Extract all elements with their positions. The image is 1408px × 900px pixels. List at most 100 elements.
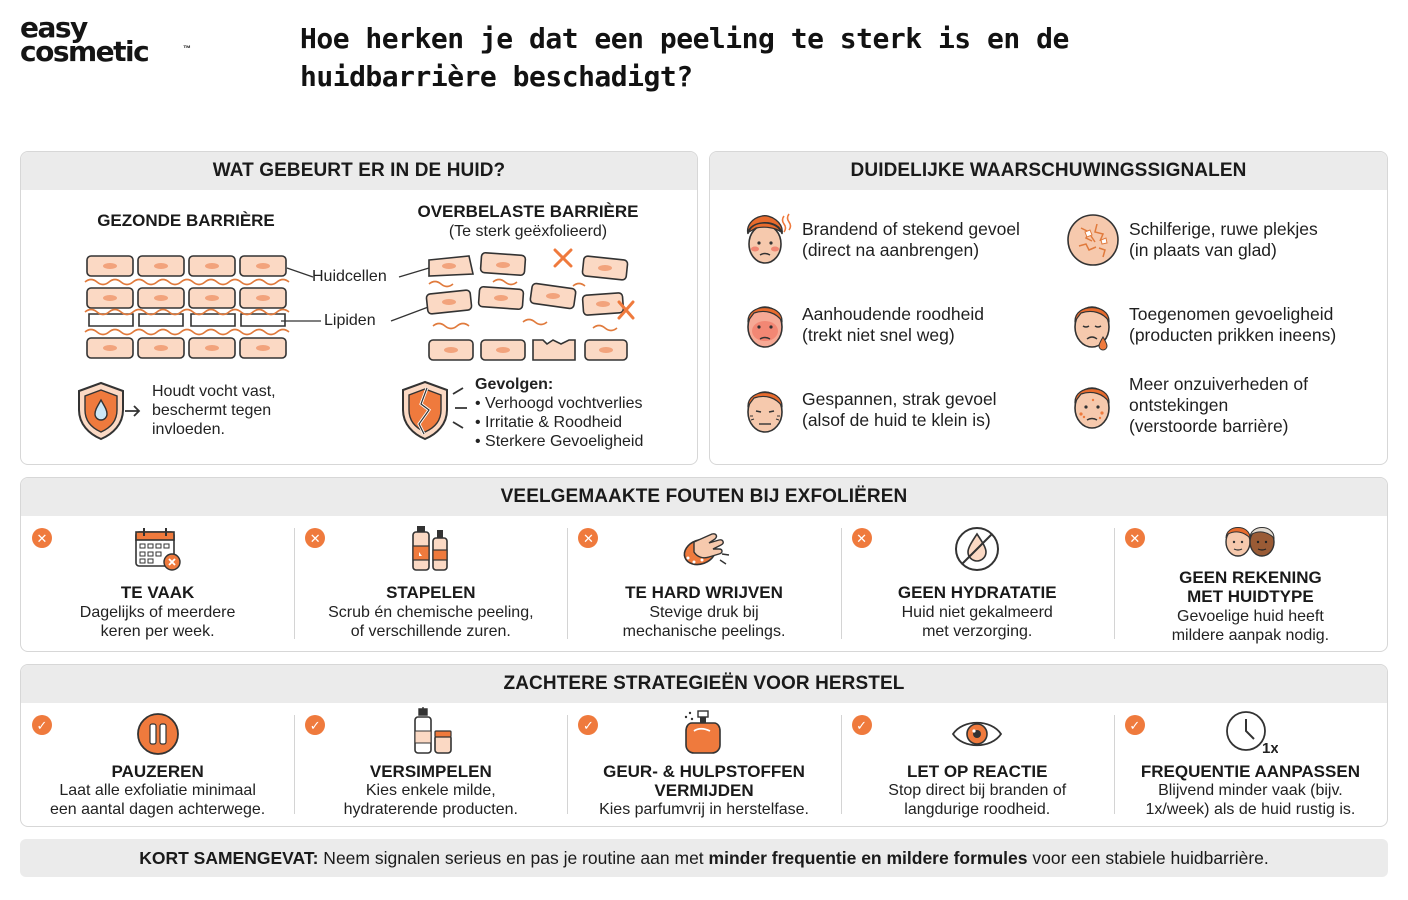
healthy-lipid-waves (84, 278, 290, 336)
strategy-description: Kies enkele milde,hydraterende producten… (343, 782, 518, 818)
summary-text-2: voor een stabiele huidbarrière. (1027, 847, 1269, 868)
brand-line-1: easy (20, 11, 88, 44)
warning-signal-redness: Aanhoudende roodheid (trekt niet snel we… (740, 295, 984, 355)
tight-face-icon (747, 391, 783, 433)
error-badge-icon: ✕ (1124, 528, 1145, 548)
summary-label: KORT SAMENGEVAT: (139, 847, 319, 868)
effects-title: Gevolgen: (475, 376, 554, 393)
calendar-icon (134, 528, 181, 571)
damaged-barrier-title: OVERBELASTE BARRIÈRE (417, 202, 639, 221)
mistake-title: STAPELEN (386, 583, 476, 602)
broken-shield-icon (402, 380, 467, 441)
clock-icon: 1x (1226, 711, 1278, 757)
callout-lines (281, 267, 432, 322)
red-face-icon (747, 306, 783, 348)
mistake-title: TE HARD WRIJVEN (625, 583, 783, 602)
strategy-item-pause: ✓ PAUZEREN Laat alle exfoliatie minimaal… (21, 703, 294, 826)
warning-signal-blemishes: Meer onzuiverheden of ontstekingen (vers… (1067, 374, 1308, 437)
page-title-line-2: huidbarrière beschadigt? (300, 60, 693, 93)
strategy-title: PAUZEREN (111, 762, 204, 781)
damaged-lipid-fragments (428, 278, 618, 332)
effect-item: Irritatie & Roodheid (475, 413, 643, 432)
warning-signal-text: Aanhoudende roodheid (trekt niet snel we… (802, 304, 984, 345)
strategy-item-watch-reaction: ✓ LET OP REACTIE Stop direct bij branden… (840, 703, 1114, 826)
error-badge-icon: ✕ (578, 528, 599, 548)
skin-panel-header: WAT GEBEURT ER IN DE HUID? (21, 152, 697, 190)
scrubbing-hand-icon (683, 533, 730, 566)
summary-text-1: Neem signalen serieus en pas je routine … (318, 847, 709, 868)
effect-item: Sterkere Gevoeligheid (475, 432, 643, 451)
warning-signal-text: Toegenomen gevoeligheid (producten prikk… (1129, 304, 1337, 345)
damage-x-icons (553, 248, 635, 320)
perfume-icon (684, 710, 721, 754)
strategy-title: FREQUENTIE AANPASSEN (1140, 762, 1360, 781)
warning-signal-text: Gespannen, strak gevoel (alsof de huid t… (802, 389, 997, 430)
simple-bottles-icon (413, 707, 452, 754)
strategy-description: Kies parfumvrij in herstelfase. (599, 801, 809, 818)
check-badge-icon: ✓ (32, 715, 52, 735)
pause-icon (136, 713, 179, 755)
check-badge-icon: ✓ (305, 715, 326, 735)
page-title: Hoe herken je dat een peeling te sterk i… (300, 20, 1100, 96)
summary-bar: KORT SAMENGEVAT: Neem signalen serieus e… (20, 839, 1388, 877)
warning-signal-text: Meer onzuiverheden of ontstekingen (vers… (1129, 374, 1308, 436)
recovery-strategies-panel: ZACHTERE STRATEGIEËN VOOR HERSTEL ✓ PAUZ… (20, 664, 1388, 827)
strategy-title: VERSIMPELEN (369, 762, 492, 781)
mistake-title: TE VAAK (120, 583, 195, 602)
error-badge-icon: ✕ (305, 528, 326, 548)
mistake-description: Scrub én chemische peeling,of verschille… (328, 604, 534, 640)
brand-logo: easy cosmetic ™ (20, 11, 191, 72)
healthy-barrier-title: GEZONDE BARRIÈRE (97, 211, 275, 230)
strategy-item-adjust-frequency: ✓ 1x FREQUENTIE AANPASSEN Blijvend minde… (1113, 703, 1387, 826)
skin-barrier-panel: WAT GEBEURT ER IN DE HUID? GEZONDE BARRI… (20, 151, 698, 465)
damaged-barrier-illustration (425, 248, 635, 361)
damaged-skin-cells (425, 251, 629, 361)
warning-signal-flaky: Schilferige, ruwe plekjes (in plaats van… (1067, 210, 1318, 270)
brand-line-2: cosmetic (20, 35, 150, 68)
page-title-line-1: Hoe herken je dat een peeling te sterk i… (300, 22, 1069, 55)
label-skin-cells: Huidcellen (312, 268, 387, 285)
strategy-item-simplify: ✓ VERSIMPELEN Kies enkele milde,hydrater… (294, 703, 567, 826)
warning-panel-header: DUIDELIJKE WAARSCHUWINGSSIGNALEN (710, 152, 1387, 190)
mistakes-panel-header: VEELGEMAAKTE FOUTEN BIJ EXFOLIËREN (21, 478, 1387, 516)
shield-water-drop-icon (78, 381, 141, 441)
strategy-title: LET OP REACTIE (906, 762, 1048, 781)
summary-emphasis: minder frequentie en mildere formules (708, 847, 1028, 868)
blemish-face-icon (1074, 386, 1110, 429)
damaged-barrier-subtitle: (Te sterk geëxfolieerd) (448, 223, 608, 240)
effects-list: Gevolgen: Verhoogd vochtverlies Irritati… (475, 375, 643, 451)
warning-signal-tightness: Gespannen, strak gevoel (alsof de huid t… (740, 380, 997, 440)
warning-signal-text: Brandend of stekend gevoel (direct na aa… (802, 219, 1020, 260)
check-badge-icon: ✓ (578, 715, 599, 735)
mistake-item-stacking: ✕ STAPELEN Scrub én chemische peeling,of… (294, 516, 567, 651)
mistake-title: GEEN HYDRATATIE (897, 583, 1057, 602)
warning-signals-panel: DUIDELIJKE WAARSCHUWINGSSIGNALEN Branden… (709, 151, 1388, 465)
strategies-panel-header: ZACHTERE STRATEGIEËN VOOR HERSTEL (21, 665, 1387, 703)
warning-signal-burning: Brandend of stekend gevoel (direct na aa… (740, 210, 1020, 270)
strategy-description: Blijvend minder vaak (bijv.1x/week) als … (1145, 782, 1356, 818)
effect-item: Verhoogd vochtverlies (475, 394, 643, 413)
healthy-barrier-illustration (84, 255, 290, 359)
no-water-drop-icon (955, 527, 1000, 571)
warning-signal-sensitivity: Toegenomen gevoeligheid (producten prikk… (1067, 295, 1336, 355)
two-faces-icon (1225, 527, 1276, 557)
warning-signal-text: Schilferige, ruwe plekjes (in plaats van… (1129, 219, 1318, 260)
label-lipids: Lipiden (324, 312, 376, 329)
error-badge-icon: ✕ (32, 528, 52, 548)
check-badge-icon: ✓ (851, 715, 872, 735)
healthy-barrier-description: Houdt vocht vast, beschermt tegen invloe… (152, 383, 276, 438)
sensitive-face-icon (1074, 306, 1110, 351)
clock-icon-label: 1x (1262, 740, 1278, 757)
